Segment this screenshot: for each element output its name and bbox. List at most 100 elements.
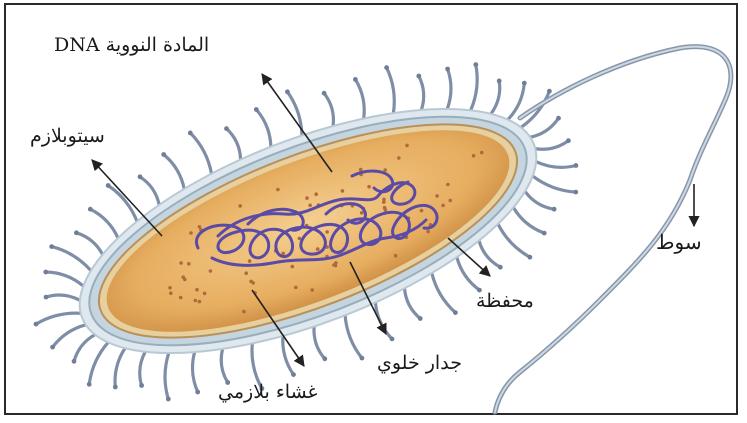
ribosome-dot — [276, 188, 280, 192]
pilus — [405, 288, 421, 318]
pilus-tip — [50, 345, 55, 350]
pilus-tip — [113, 385, 118, 390]
pilus-tip — [254, 107, 259, 112]
pilus — [471, 65, 477, 111]
pilus — [90, 209, 118, 238]
pilus-tip — [574, 163, 579, 168]
pilus-tip — [322, 356, 327, 361]
pilus — [387, 68, 395, 114]
ribosome-dot — [242, 310, 246, 314]
pilus — [76, 233, 102, 255]
ribosome-dot — [360, 211, 364, 215]
pilus — [355, 79, 364, 118]
pilus-tip — [542, 231, 547, 236]
ribosome-dot — [198, 300, 202, 304]
pilus — [530, 118, 558, 137]
pilus — [457, 257, 480, 290]
pilus — [536, 162, 576, 168]
pilus — [140, 352, 146, 386]
pilus — [227, 129, 241, 160]
label-cytoplasm: سيتوبلازم — [30, 127, 105, 146]
pilus-tip — [285, 89, 290, 94]
pilus — [535, 141, 568, 150]
ribosome-dot — [169, 291, 173, 295]
ribosome-dot — [179, 261, 183, 265]
pilus-tip — [106, 183, 111, 188]
ribosome-dot — [203, 292, 207, 296]
pilus — [190, 133, 211, 174]
label-nucleoid: المادة النووية DNA — [54, 36, 209, 55]
ribosome-dot — [195, 288, 199, 292]
pilus-tip — [74, 230, 79, 235]
ribosome-dot — [183, 278, 187, 282]
ribosome-dot — [248, 259, 252, 263]
pilus — [52, 247, 91, 271]
ribosome-dot — [168, 286, 172, 290]
pilus-tip — [418, 316, 423, 321]
pilus-tip — [453, 310, 458, 315]
pilus-tip — [161, 152, 166, 157]
arrow-cytoplasm — [92, 160, 162, 236]
pilus-tip — [473, 62, 478, 67]
pilus-tip — [322, 91, 327, 96]
ribosome-dot — [187, 262, 191, 266]
ribosome-dot — [310, 288, 314, 292]
ribosome-dot — [383, 206, 387, 210]
pilus — [491, 81, 500, 114]
pilus — [345, 315, 362, 358]
ribosome-dot — [194, 299, 198, 303]
pilus — [525, 191, 554, 209]
ribosome-dot — [244, 271, 248, 275]
pilus — [89, 342, 108, 384]
pilus-tip — [556, 116, 561, 121]
pilus-tip — [566, 138, 571, 143]
pilus-tip — [360, 356, 365, 361]
ribosome-dot — [397, 156, 401, 160]
pilus-tip — [49, 244, 54, 249]
ribosome-dot — [441, 204, 445, 208]
ribosome-dot — [209, 269, 213, 273]
ribosome-dot — [305, 196, 309, 200]
pilus — [164, 155, 185, 189]
ribosome-dot — [238, 204, 242, 208]
pilus-tip — [390, 337, 395, 342]
pilus-tip — [195, 390, 200, 395]
pilus — [193, 352, 198, 392]
ribosome-dot — [314, 192, 318, 196]
ribosome-dot — [446, 183, 450, 187]
ribosome-dot — [325, 230, 329, 234]
pilus — [375, 303, 392, 339]
pilus — [74, 335, 95, 362]
pilus-tip — [416, 74, 421, 79]
pilus-tip — [384, 65, 389, 70]
pilus — [314, 327, 325, 359]
pilus — [165, 353, 169, 399]
pilus-tip — [88, 207, 93, 212]
pilus — [36, 313, 81, 324]
pilus — [513, 208, 544, 234]
ribosome-dot — [405, 144, 409, 148]
pilus — [479, 241, 500, 268]
ribosome-dot — [382, 200, 386, 204]
pilus-tip — [445, 67, 450, 72]
pilus-tip — [139, 383, 144, 388]
ribosome-dot — [179, 296, 183, 300]
pilus — [53, 325, 86, 347]
ribosome-dot — [189, 231, 193, 235]
pilus-tip — [188, 131, 193, 136]
pilus — [533, 176, 576, 192]
ribosome-dot — [420, 209, 424, 213]
ribosome-dot — [472, 154, 476, 158]
pilus-tip — [353, 77, 358, 82]
pilus — [498, 224, 530, 257]
pilus-tip — [34, 322, 39, 327]
ribosome-dot — [394, 254, 398, 258]
pilus — [46, 295, 80, 300]
ribosome-dot — [341, 189, 345, 193]
pilus-tip — [291, 372, 296, 377]
ribosome-dot — [480, 151, 484, 155]
pilus-tip — [573, 190, 578, 195]
label-cell-wall: جدار خلوي — [377, 354, 462, 373]
ribosome-dot — [316, 247, 320, 251]
